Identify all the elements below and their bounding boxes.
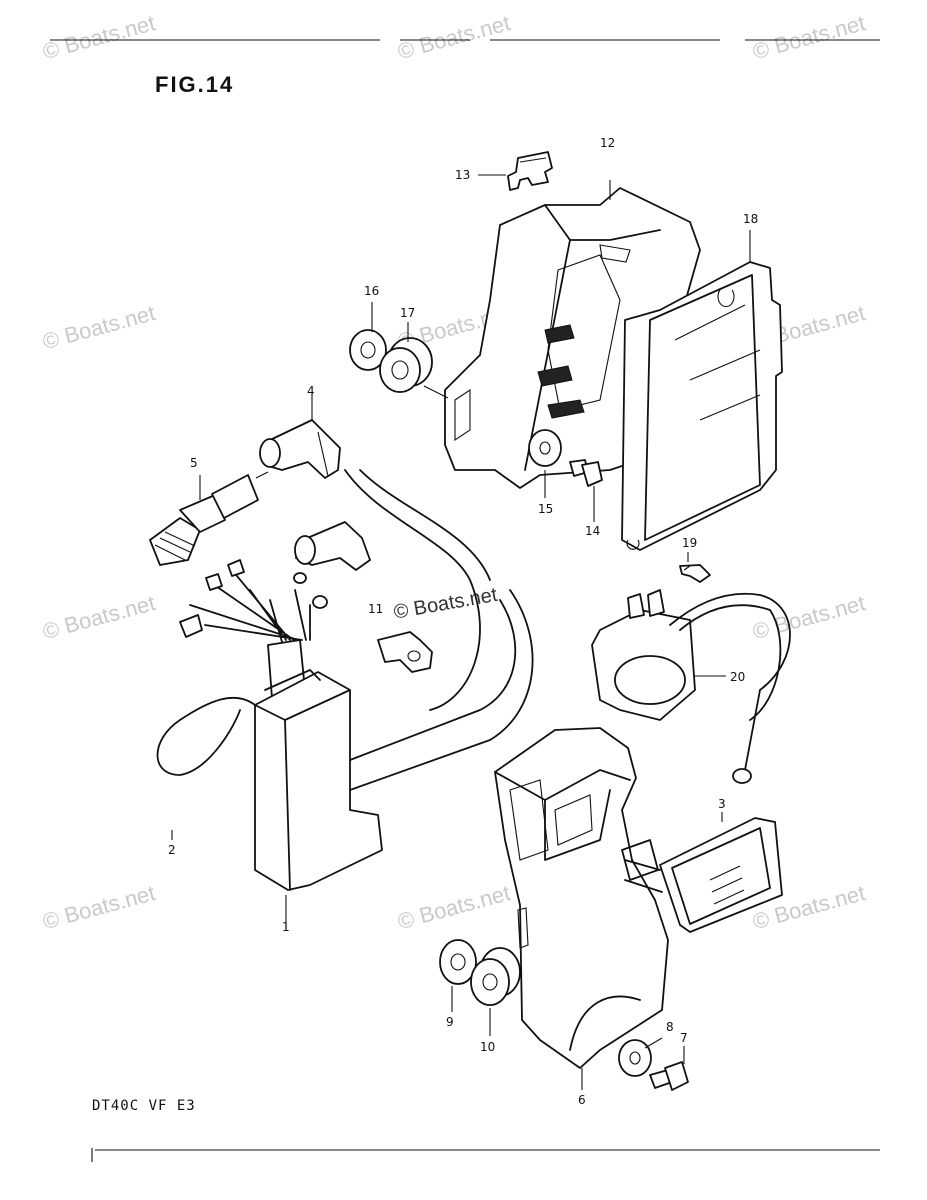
callout-20: 20 [730,670,746,684]
part-19-screw [679,564,711,583]
part-5-spark-plug [149,471,269,566]
part-18-box [621,261,783,551]
callout-18: 18 [743,212,759,226]
callout-7: 7 [680,1031,688,1045]
leader-17b [423,385,449,399]
callout-10: 10 [480,1040,496,1054]
part-4-plug-cap [259,419,341,479]
part-11-clamp [377,631,433,673]
callout-16: 16 [364,284,380,298]
callout-12: 12 [600,136,616,150]
callout-14: 14 [585,524,601,538]
callout-13: 13 [455,168,471,182]
callout-9: 9 [446,1015,454,1029]
part-14-bolt [569,459,603,487]
part-7-bolt [649,1061,689,1091]
part-15-washer [528,429,562,467]
callout-15: 15 [538,502,554,516]
part-13-clip [507,151,553,191]
model-code: DT40C VF E3 [92,1098,196,1114]
part-10-grommet [470,947,521,1006]
bottom-rule [91,1148,880,1162]
part-1-ignition-coil [254,469,534,891]
plug-cap-lower [294,521,371,571]
callout-1: 1 [282,920,290,934]
callout-19: 19 [682,536,698,550]
callout-3: 3 [718,797,726,811]
callout-5: 5 [190,456,198,470]
part-17-grommet [379,337,433,393]
part-8-washer [618,1039,652,1077]
part-3-cover [624,817,783,933]
callout-2: 2 [168,843,176,857]
part-6-case [494,727,669,1069]
part-9-washer [439,939,477,985]
callout-11: 11 [368,602,384,616]
callout-8: 8 [666,1020,674,1034]
callout-4: 4 [307,384,315,398]
part-20-relay [591,589,791,784]
part-16-washer [349,329,387,371]
leader-8 [644,1037,663,1049]
figure-title: FIG.14 [155,72,235,97]
callout-6: 6 [578,1093,586,1107]
callout-17: 17 [400,306,416,320]
